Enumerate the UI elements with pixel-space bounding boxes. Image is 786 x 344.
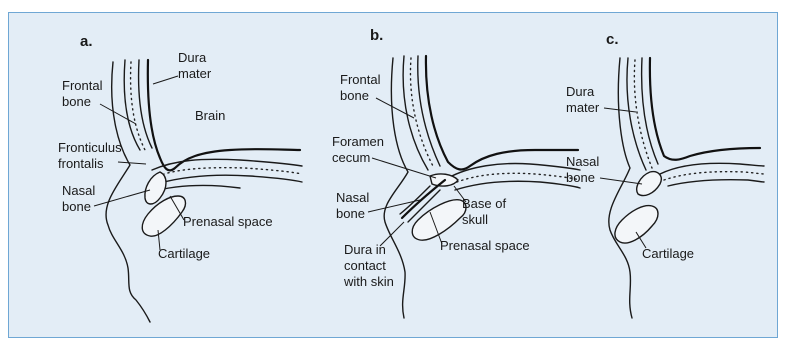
- panel-b-leader-dura-contact: [380, 222, 404, 246]
- panel-c-label-nasal-bone: Nasal bone: [566, 154, 603, 185]
- panel-c-cartilage: [615, 206, 658, 243]
- panel-b-letter: b.: [370, 27, 383, 44]
- panel-a-leader-frontal: [100, 104, 136, 124]
- panel-c-frontal-bone-outer: [627, 58, 646, 170]
- panel-b-label-dura-contact: Dura in contact with skin: [343, 242, 394, 289]
- panel-c-dura-line: [650, 58, 760, 160]
- panel-b-skull-base-inner: [455, 181, 580, 190]
- panel-a-leader-fronticulus: [118, 162, 146, 164]
- panel-b-nasal-bone: [400, 186, 430, 214]
- panel-a-label-frontal-bone: Frontal bone: [62, 78, 106, 109]
- panel-c-letter: c.: [606, 31, 619, 48]
- panel-c: c. Dura mater Nasal bone Cartilage: [566, 31, 764, 318]
- panel-a-label-cartilage: Cartilage: [158, 246, 210, 261]
- panel-a-skull-base-inner: [160, 175, 302, 183]
- panel-c-label-cartilage: Cartilage: [642, 246, 694, 261]
- panel-c-leader-dura: [604, 108, 636, 112]
- panel-b-label-base-skull: Base of skull: [462, 196, 510, 227]
- panel-c-skull-base-diploe: [664, 172, 764, 180]
- panel-b-label-prenasal: Prenasal space: [440, 238, 530, 253]
- panel-a-leader-dura: [153, 76, 178, 84]
- panel-c-label-dura-mater: Dura mater: [566, 84, 600, 115]
- panel-a-leader-nasal: [94, 190, 150, 206]
- panel-c-skull-base-inner: [668, 180, 764, 186]
- panel-b-skull-base-outer: [448, 164, 580, 178]
- panel-a-label-prenasal: Prenasal space: [183, 214, 273, 229]
- panel-a-label-dura-mater: Dura mater: [178, 50, 212, 81]
- panel-b-frontal-bone-outer: [403, 56, 428, 170]
- panel-b-leader-frontal: [376, 98, 414, 118]
- panel-a-frontal-diploe: [131, 62, 145, 150]
- panel-a: a. Dura mater Frontal bone Brain Fro: [58, 33, 302, 322]
- panel-b-skull-base-diploe: [452, 173, 580, 184]
- panel-b-leader-nasal: [368, 200, 420, 212]
- panel-a-frontal-bone-inner: [139, 60, 152, 148]
- panel-c-skin-profile: [609, 58, 632, 318]
- panel-a-nasal-bone: [145, 172, 166, 204]
- panel-a-label-brain: Brain: [195, 108, 225, 123]
- panel-b-dura-line: [426, 56, 578, 169]
- panel-b-cartilage: [412, 200, 466, 240]
- panel-b: b. Frontal bone Foramen cecum Nasal bone: [332, 27, 580, 318]
- panel-b-frontal-bone-inner: [418, 56, 440, 166]
- panel-a-label-nasal-bone: Nasal bone: [62, 183, 99, 214]
- panel-b-label-nasal-bone: Nasal bone: [336, 190, 373, 221]
- panel-c-leader-nasal: [600, 178, 642, 184]
- panel-a-label-fronticulus: Fronticulus frontalis: [58, 140, 125, 171]
- panel-a-letter: a.: [80, 33, 93, 50]
